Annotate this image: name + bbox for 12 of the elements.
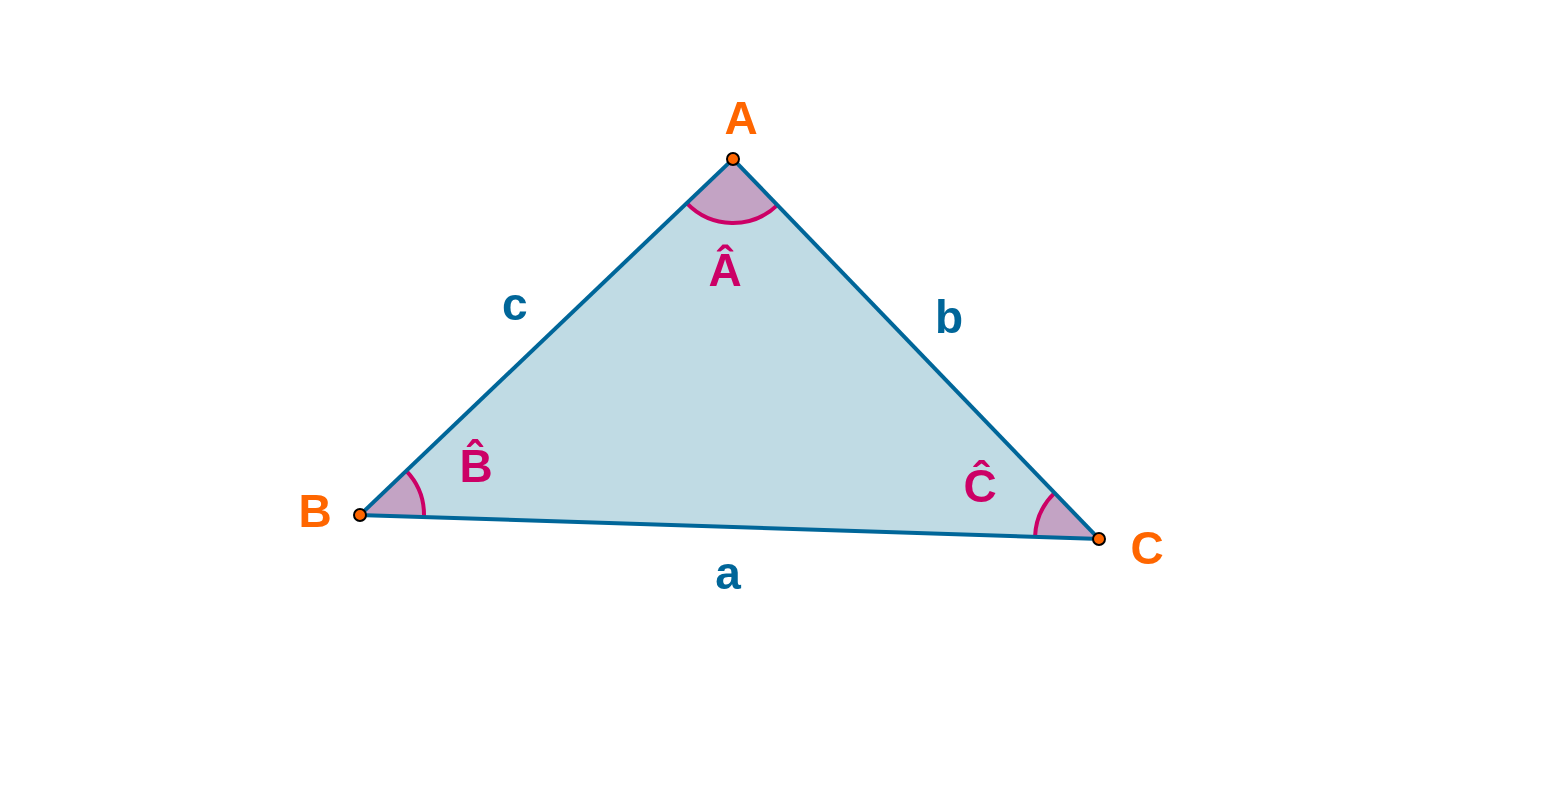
side-label: b bbox=[935, 292, 964, 343]
vertex-label: C bbox=[1130, 523, 1164, 573]
angle-label: Ĉ bbox=[963, 459, 997, 514]
triangle-side bbox=[365, 513, 1094, 541]
angle-label: Â bbox=[708, 243, 742, 298]
side-label: a bbox=[715, 547, 741, 598]
triangle-side bbox=[735, 161, 1097, 537]
vertex-label: B bbox=[298, 486, 332, 536]
side-label: c bbox=[501, 278, 528, 329]
angle-label: B̂ bbox=[459, 438, 493, 494]
triangle-side bbox=[362, 161, 731, 513]
vertex-label: A bbox=[724, 93, 758, 143]
